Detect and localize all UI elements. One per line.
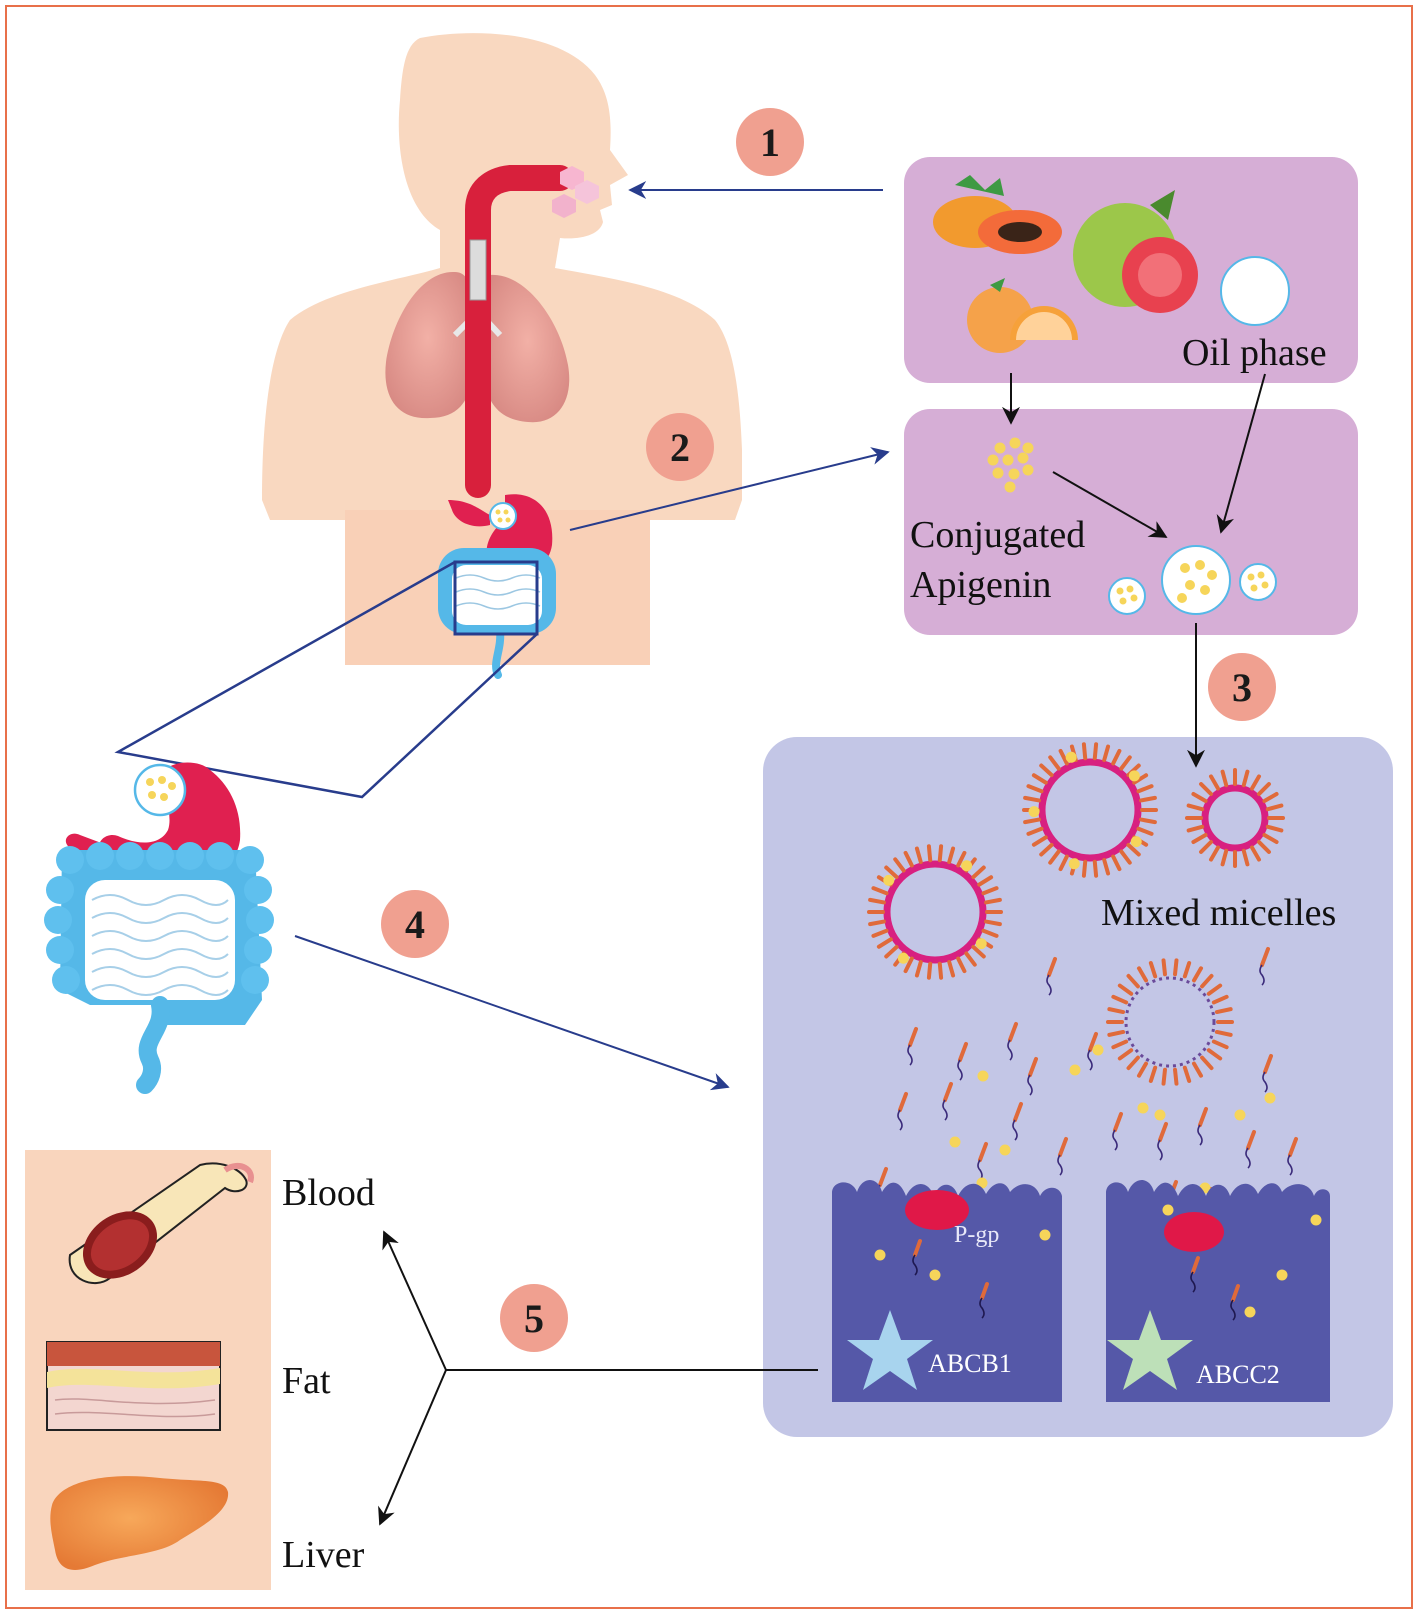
stomach-droplet xyxy=(133,763,187,817)
esophagus xyxy=(465,165,573,498)
intracellular-apigenin xyxy=(874,1249,886,1261)
orange-icon xyxy=(967,278,1078,353)
torso-intestine xyxy=(438,548,556,679)
bile-molecule xyxy=(1027,1057,1038,1096)
pgp-label: P-gp xyxy=(954,1222,999,1248)
apigenin-label: Apigenin xyxy=(910,564,1051,606)
apigenin-molecule xyxy=(1137,1102,1149,1114)
intracellular-molecule xyxy=(979,1282,989,1319)
rectum xyxy=(136,996,170,1094)
step-4-badge: 4 xyxy=(381,890,449,958)
liver-icon xyxy=(50,1476,229,1570)
arrow-oil-to-droplet xyxy=(1216,373,1266,534)
guava-icon xyxy=(1073,190,1198,313)
bile-molecule xyxy=(1087,1032,1098,1071)
step-5-badge: 5 xyxy=(500,1284,568,1352)
bile-molecule xyxy=(1287,1137,1298,1176)
svg-text:1: 1 xyxy=(760,120,780,165)
lungs xyxy=(385,271,570,423)
blood-label: Blood xyxy=(282,1172,375,1214)
svg-text:5: 5 xyxy=(524,1296,544,1341)
blood-vessel-icon xyxy=(68,1162,254,1284)
step-3-badge: 3 xyxy=(1208,653,1276,721)
svg-text:3: 3 xyxy=(1232,665,1252,710)
oil-droplet-icon xyxy=(1220,256,1290,326)
oil-phase-label: Oil phase xyxy=(1182,332,1327,374)
intracellular-molecule xyxy=(1230,1284,1240,1321)
arrow-intestine-to-micelles xyxy=(294,935,730,1091)
outer-frame xyxy=(5,5,1413,1609)
intracellular-apigenin xyxy=(1276,1269,1288,1281)
abcb1-star xyxy=(847,1310,933,1390)
zoom-box xyxy=(453,560,539,636)
intracellular-apigenin xyxy=(929,1269,941,1281)
torso-digestive xyxy=(438,494,556,679)
apigenin-molecule xyxy=(1264,1092,1276,1104)
micelles-group xyxy=(867,742,1285,1086)
mixed-micelles-label: Mixed micelles xyxy=(1101,892,1336,934)
torso-droplet xyxy=(489,502,517,530)
intracellular-molecule xyxy=(1190,1256,1200,1293)
bile-molecule xyxy=(897,1092,908,1131)
abcc2-star xyxy=(1107,1310,1193,1390)
cell-contents xyxy=(874,1204,1322,1321)
apigenin-molecule xyxy=(1092,1044,1104,1056)
micelle-4 xyxy=(1106,958,1234,1086)
apigenin-molecule xyxy=(949,1136,961,1148)
apigenin-molecule xyxy=(1069,1064,1081,1076)
fat-label: Fat xyxy=(282,1360,331,1402)
svg-text:4: 4 xyxy=(405,902,425,947)
apigenin-molecule xyxy=(999,1144,1011,1156)
apigenin-molecule xyxy=(1154,1109,1166,1121)
fat-tissue-icon xyxy=(46,1341,221,1431)
bile-molecule xyxy=(942,1082,953,1121)
bile-molecule xyxy=(1112,1112,1123,1151)
intracellular-apigenin xyxy=(1310,1214,1322,1226)
svg-text:2: 2 xyxy=(670,425,690,470)
food-particles xyxy=(552,166,599,218)
bile-molecule xyxy=(1259,947,1270,986)
bile-molecule xyxy=(1157,1122,1168,1161)
micelle-3 xyxy=(867,844,1003,980)
intracellular-apigenin xyxy=(1162,1204,1174,1216)
apigenin-molecule xyxy=(1234,1109,1246,1121)
pgp-transporter-1 xyxy=(905,1190,969,1230)
intracellular-molecule xyxy=(912,1239,922,1276)
intracellular-apigenin xyxy=(1039,1229,1051,1241)
step-1-badge: 1 xyxy=(736,108,804,176)
bile-molecule xyxy=(1262,1054,1273,1093)
arrow-stomach-to-panel xyxy=(569,447,890,531)
bile-molecule xyxy=(1007,1022,1018,1061)
micelle-2 xyxy=(1185,768,1285,868)
bile-molecule xyxy=(1197,1107,1208,1146)
bile-molecule xyxy=(1046,957,1057,996)
bile-molecule xyxy=(957,1042,968,1081)
emulsion-droplets xyxy=(1108,545,1277,615)
apigenin-molecule xyxy=(977,1070,989,1082)
apigenin-particles xyxy=(987,437,1034,493)
zoom-lines xyxy=(114,560,538,799)
enlarged-gi-tract xyxy=(44,762,274,1094)
bile-molecule xyxy=(1012,1102,1023,1141)
bile-molecule xyxy=(1057,1137,1068,1176)
conjugated-label: Conjugated xyxy=(910,514,1085,556)
papaya-icon xyxy=(933,175,1062,254)
micelle-1 xyxy=(1022,742,1158,878)
bile-molecule xyxy=(977,1142,988,1181)
abcb1-label: ABCB1 xyxy=(928,1349,1012,1378)
pgp-transporter-2 xyxy=(1164,1212,1224,1252)
bile-molecule xyxy=(1245,1130,1256,1169)
intracellular-apigenin xyxy=(1244,1306,1256,1318)
liver-label: Liver xyxy=(282,1534,365,1576)
abcc2-label: ABCC2 xyxy=(1196,1360,1280,1389)
bile-molecule xyxy=(907,1027,918,1066)
distribution-arrows xyxy=(378,1230,818,1526)
arrow-apigenin-to-droplet xyxy=(1052,471,1168,538)
step-2-badge: 2 xyxy=(646,413,714,481)
trachea xyxy=(469,239,487,301)
